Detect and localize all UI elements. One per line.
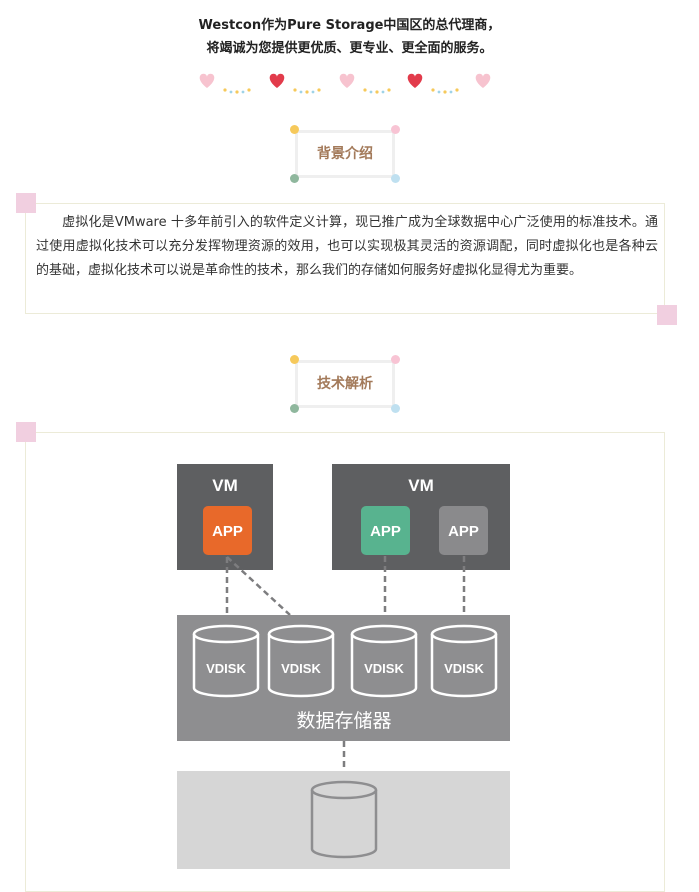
database-cylinder-icon <box>310 780 378 859</box>
app-label: APP <box>212 523 243 540</box>
pink-corner-decoration <box>657 305 677 325</box>
database-cylinder-icon <box>267 624 335 698</box>
section-title-label: 技术解析 <box>317 376 373 392</box>
app-label: APP <box>448 523 479 540</box>
vdisk-label: VDISK <box>444 661 484 676</box>
corner-dot <box>290 404 299 413</box>
intro-text: Westcon作为Pure Storage中国区的总代理商， 将竭诚为您提供更优… <box>0 14 699 60</box>
intro-line-2: 将竭诚为您提供更优质、更专业、更全面的服务。 <box>206 41 493 56</box>
vdisk-label: VDISK <box>281 661 321 676</box>
corner-dot <box>391 125 400 134</box>
storage-label: 数据存储器 <box>296 710 391 732</box>
physical-storage-box <box>177 771 510 869</box>
pink-corner-decoration <box>16 193 36 213</box>
corner-dot <box>290 355 299 364</box>
corner-dot <box>290 174 299 183</box>
app-block-orange <box>203 506 252 555</box>
database-cylinder-icon <box>350 624 418 698</box>
intro-line-1: Westcon作为Pure Storage中国区的总代理商， <box>198 18 501 33</box>
app-block-green <box>361 506 410 555</box>
section-title-label: 背景介绍 <box>317 146 373 162</box>
database-cylinder-icon <box>430 624 498 698</box>
title-frame <box>295 360 395 408</box>
corner-dot <box>391 355 400 364</box>
data-storage-box <box>177 615 510 741</box>
database-cylinder-icon <box>192 624 260 698</box>
title-frame <box>295 130 395 178</box>
background-box <box>25 203 665 314</box>
virtualization-diagram: VM VM APP APP APP VDISK VDISK VDISK VDIS… <box>177 464 510 869</box>
corner-dot <box>290 125 299 134</box>
corner-dot <box>391 404 400 413</box>
vm-label-left: VM <box>212 476 238 495</box>
corner-dot <box>391 174 400 183</box>
background-paragraph: 虚拟化是VMware 十多年前引入的软件定义计算，现已推广成为全球数据中心广泛使… <box>36 215 658 278</box>
vdisk-label: VDISK <box>206 661 246 676</box>
dashed-connector <box>225 556 466 771</box>
app-block-grey <box>439 506 488 555</box>
hearts-divider <box>199 73 491 94</box>
heart-icon <box>475 73 491 88</box>
vm-label-right: VM <box>408 476 434 495</box>
heart-icon <box>269 73 285 88</box>
heart-icon <box>199 73 215 88</box>
section-title-background: 背景介绍 <box>290 125 400 183</box>
vdisk-label: VDISK <box>364 661 404 676</box>
pink-corner-decoration <box>16 422 36 442</box>
app-label: APP <box>370 523 401 540</box>
section-title-tech: 技术解析 <box>290 355 400 413</box>
heart-icon <box>407 73 423 88</box>
heart-icon <box>339 73 355 88</box>
